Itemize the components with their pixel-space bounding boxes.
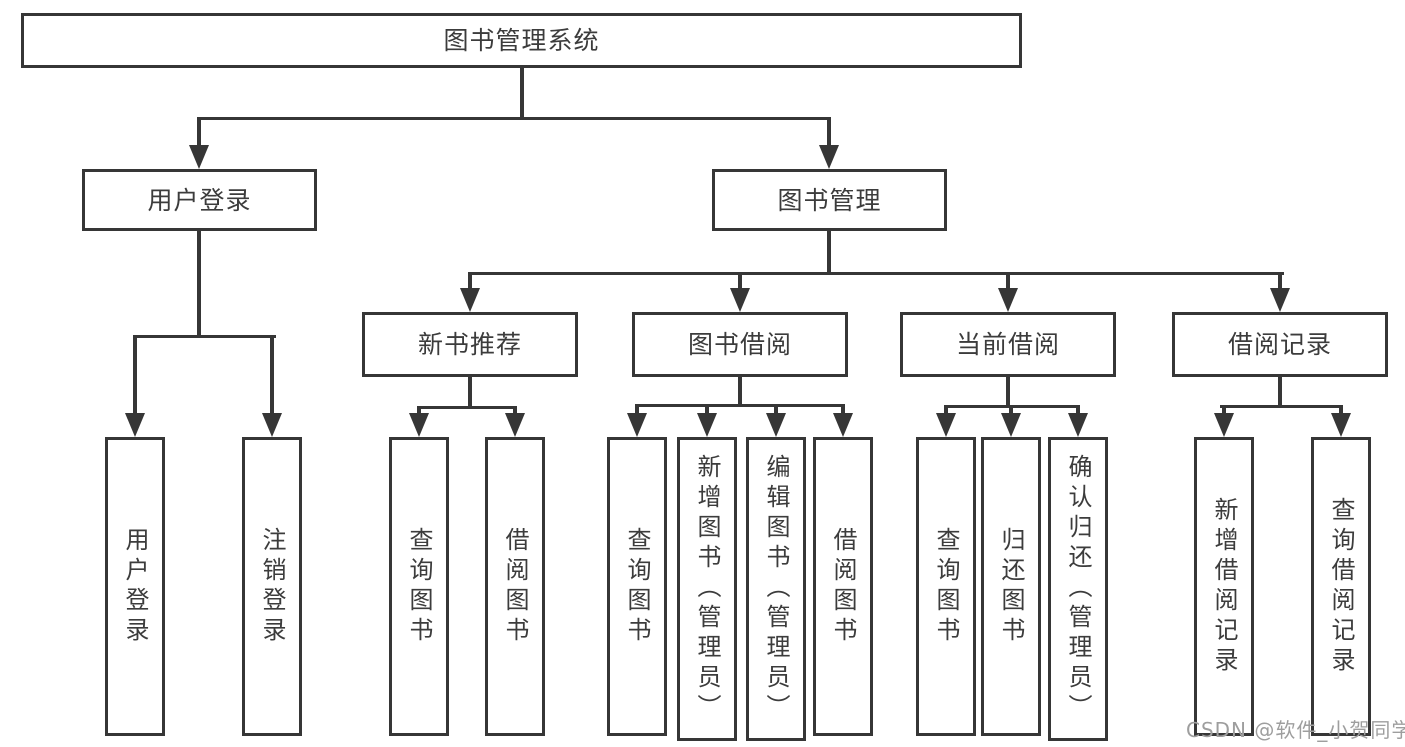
- leaf-edit-book-admin: 编辑图书（管理员）: [746, 437, 806, 741]
- leaf-confirm-return-admin-label: 确认归还（管理员）: [1064, 454, 1092, 724]
- leaf-borrow-book-1: 借阅图书: [485, 437, 545, 736]
- connector-user-login-stem: [197, 231, 201, 337]
- leaf-confirm-return-admin: 确认归还（管理员）: [1048, 437, 1108, 741]
- arrow-to-leaf-query-book-1: [409, 406, 429, 437]
- connector-book-borrow-stem: [738, 377, 742, 406]
- connector-book-management-stem: [827, 231, 831, 274]
- node-current-borrow-label: 当前借阅: [955, 330, 1060, 359]
- leaf-query-book-2: 查询图书: [607, 437, 667, 736]
- arrow-to-current-borrow: [998, 272, 1018, 312]
- leaf-query-book-2-label: 查询图书: [623, 526, 651, 647]
- arrow-to-leaf-return-book: [1001, 405, 1021, 437]
- connector-new-book-recommend-stem: [468, 377, 472, 408]
- node-borrow-records: 借阅记录: [1172, 312, 1388, 377]
- leaf-logout: 注销登录: [242, 437, 302, 736]
- leaf-borrow-book-1-label: 借阅图书: [501, 526, 529, 647]
- arrow-to-leaf-logout: [262, 335, 282, 437]
- arrow-to-leaf-borrow-book-1: [505, 406, 525, 437]
- leaf-edit-book-admin-label: 编辑图书（管理员）: [762, 454, 790, 724]
- leaf-user-login-label: 用户登录: [121, 526, 149, 647]
- connector-borrow-records-hline: [1220, 405, 1343, 408]
- arrow-to-leaf-edit-book-admin: [766, 404, 786, 437]
- leaf-user-login: 用户登录: [105, 437, 165, 736]
- leaf-add-borrow-record-label: 新增借阅记录: [1210, 496, 1238, 677]
- connector-level3-hline: [468, 272, 1284, 275]
- connector-level2-hline: [197, 117, 831, 120]
- leaf-return-book-label: 归还图书: [997, 526, 1025, 647]
- connector-root-stem: [520, 68, 524, 118]
- node-user-login: 用户登录: [82, 169, 317, 231]
- connector-user-login-hline: [133, 335, 276, 338]
- node-root-label: 图书管理系统: [443, 26, 600, 55]
- leaf-return-book: 归还图书: [981, 437, 1041, 736]
- connector-borrow-records-stem: [1278, 377, 1282, 407]
- connector-new-book-recommend-hline: [417, 406, 517, 409]
- leaf-query-book-3: 查询图书: [916, 437, 976, 736]
- arrow-to-leaf-confirm-return-admin: [1068, 405, 1088, 437]
- leaf-logout-label: 注销登录: [258, 526, 286, 647]
- arrow-to-user-login-branch: [189, 117, 209, 169]
- leaf-query-borrow-record-label: 查询借阅记录: [1327, 496, 1355, 677]
- arrow-to-book-management-branch: [819, 117, 839, 169]
- leaf-add-book-admin-label: 新增图书（管理员）: [693, 454, 721, 724]
- arrow-to-borrow-records: [1270, 272, 1290, 312]
- leaf-query-book-3-label: 查询图书: [932, 526, 960, 647]
- arrow-to-leaf-borrow-book-2: [833, 404, 853, 437]
- node-current-borrow: 当前借阅: [900, 312, 1116, 377]
- leaf-query-book-1-label: 查询图书: [405, 526, 433, 647]
- leaf-query-borrow-record: 查询借阅记录: [1311, 437, 1371, 736]
- arrow-to-leaf-query-book-3: [936, 405, 956, 437]
- node-book-management-label: 图书管理: [777, 185, 882, 215]
- node-book-borrow: 图书借阅: [632, 312, 848, 377]
- node-user-login-label: 用户登录: [147, 185, 252, 215]
- arrow-to-leaf-add-borrow-record: [1214, 405, 1234, 437]
- arrow-to-leaf-query-borrow-record: [1331, 405, 1351, 437]
- watermark-text: CSDN @软件_小贺同学: [1186, 718, 1405, 742]
- node-book-management: 图书管理: [712, 169, 947, 231]
- leaf-add-borrow-record: 新增借阅记录: [1194, 437, 1254, 736]
- leaf-borrow-book-2-label: 借阅图书: [829, 526, 857, 647]
- leaf-query-book-1: 查询图书: [389, 437, 449, 736]
- leaf-add-book-admin: 新增图书（管理员）: [677, 437, 737, 741]
- node-book-borrow-label: 图书借阅: [687, 330, 792, 359]
- leaf-borrow-book-2: 借阅图书: [813, 437, 873, 736]
- arrow-to-leaf-add-book-admin: [697, 404, 717, 437]
- node-new-book-recommend: 新书推荐: [362, 312, 578, 377]
- arrow-to-new-book-recommend: [460, 272, 480, 312]
- node-borrow-records-label: 借阅记录: [1227, 330, 1332, 359]
- arrow-to-leaf-user-login: [125, 335, 145, 437]
- connector-current-borrow-stem: [1006, 377, 1010, 407]
- connector-book-borrow-hline: [635, 404, 845, 407]
- node-new-book-recommend-label: 新书推荐: [417, 330, 522, 359]
- node-root: 图书管理系统: [21, 13, 1022, 68]
- arrow-to-leaf-query-book-2: [627, 404, 647, 437]
- arrow-to-book-borrow: [730, 272, 750, 312]
